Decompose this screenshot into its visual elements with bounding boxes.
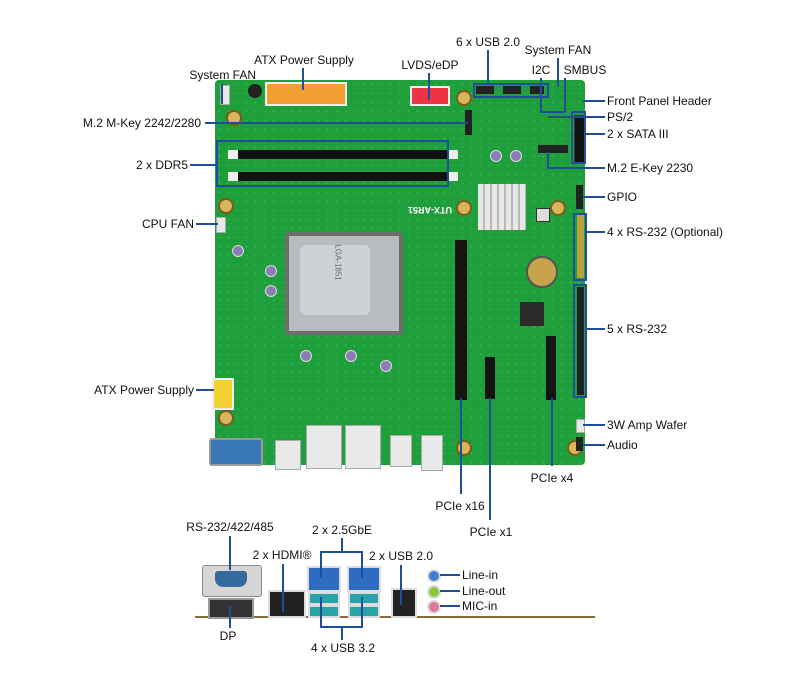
capacitor <box>510 150 522 162</box>
label-audio: Audio <box>607 438 638 452</box>
capacitor <box>380 360 392 372</box>
mount-hole <box>218 198 234 214</box>
label-smbus: SMBUS <box>563 63 607 77</box>
serial-port <box>202 565 262 597</box>
usb32-port <box>348 605 380 618</box>
usb-header <box>530 86 544 94</box>
mount-hole <box>456 200 472 216</box>
serial-port-connector <box>215 571 247 587</box>
atx-8pin-connector <box>212 378 234 410</box>
mount-hole <box>218 410 234 426</box>
label-sata: 2 x SATA III <box>607 127 669 141</box>
mount-hole <box>456 90 472 106</box>
rs232-optional-headers <box>577 215 584 278</box>
capacitor <box>490 150 502 162</box>
label-pcie-x4: PCIe x4 <box>530 471 574 485</box>
usb32-port <box>308 605 340 618</box>
m2-mkey-slot <box>465 110 472 135</box>
label-cpu-fan: CPU FAN <box>141 217 194 231</box>
gpio-header <box>576 185 583 209</box>
buzzer <box>248 84 262 98</box>
cmos-battery <box>526 256 558 288</box>
label-system-fan-right: System FAN <box>524 43 592 57</box>
cpu-socket-cover <box>300 245 370 315</box>
label-line-out: Line-out <box>462 584 506 598</box>
chipset-heatsink <box>478 184 526 230</box>
hdmi-port <box>268 590 306 618</box>
pcie-x1-slot <box>485 357 495 399</box>
rj-jack <box>536 208 550 222</box>
capacitor <box>300 350 312 362</box>
usb32-port <box>348 592 380 605</box>
rs232-headers <box>577 287 584 395</box>
label-pcie-x16: PCIe x16 <box>435 499 485 513</box>
label-rs232-5x: 5 x RS-232 <box>607 322 668 336</box>
label-ps2: PS/2 <box>607 110 634 124</box>
label-ddr5: 2 x DDR5 <box>135 158 188 172</box>
capacitor <box>345 350 357 362</box>
pcie-x4-slot <box>546 336 556 400</box>
board-hdmi-port <box>275 440 301 470</box>
label-m2-ekey: M.2 E-Key 2230 <box>607 161 694 175</box>
atx-24pin-connector <box>265 82 347 106</box>
label-line-in: Line-in <box>462 568 499 582</box>
audio-header <box>576 437 583 451</box>
usb20-ports <box>391 588 417 618</box>
label-rs232-optional: 4 x RS-232 (Optional) <box>607 225 724 239</box>
label-mic-in: MIC-in <box>462 599 498 613</box>
dimm-slot <box>228 150 458 159</box>
board-com-port <box>209 438 263 466</box>
m2-ekey-slot <box>538 145 568 153</box>
lan-port <box>347 566 381 592</box>
system-fan-connector <box>220 85 230 105</box>
mount-hole <box>550 200 566 216</box>
board-lan-port <box>306 425 342 469</box>
capacitor <box>265 265 277 277</box>
board-usb-port <box>390 435 412 467</box>
lan-port <box>307 566 341 592</box>
capacitor <box>232 245 244 257</box>
label-m2-mkey: M.2 M-Key 2242/2280 <box>82 116 201 130</box>
label-dp: DP <box>219 629 237 643</box>
label-front-panel: Front Panel Header <box>607 94 712 108</box>
label-gpio: GPIO <box>607 190 638 204</box>
label-amp-wafer: 3W Amp Wafer <box>607 418 688 432</box>
dimm-slot <box>228 172 458 181</box>
label-2-5gbe: 2 x 2.5GbE <box>311 523 373 537</box>
label-atx-power-top: ATX Power Supply <box>254 53 354 67</box>
board-lan-port <box>345 425 381 469</box>
board-audio-jacks <box>421 435 443 471</box>
label-i2c: I2C <box>531 63 551 77</box>
label-lvds-edp: LVDS/eDP <box>401 58 459 72</box>
label-rs232-422-485: RS-232/422/485 <box>186 520 274 534</box>
label-hdmi: 2 x HDMI® <box>252 548 312 562</box>
label-system-fan-left: System FAN <box>189 68 256 82</box>
usb-header <box>503 86 521 94</box>
label-atx-power-left: ATX Power Supply <box>94 383 194 397</box>
usb32-port <box>308 592 340 605</box>
pcie-x16-slot <box>455 240 467 400</box>
label-usb32: 4 x USB 3.2 <box>310 641 376 655</box>
label-pcie-x1: PCIe x1 <box>469 525 513 539</box>
super-io-chip <box>520 302 544 326</box>
usb-header <box>476 86 494 94</box>
label-usb20: 2 x USB 2.0 <box>368 549 434 563</box>
capacitor <box>265 285 277 297</box>
label-usb20-6x: 6 x USB 2.0 <box>455 35 521 49</box>
